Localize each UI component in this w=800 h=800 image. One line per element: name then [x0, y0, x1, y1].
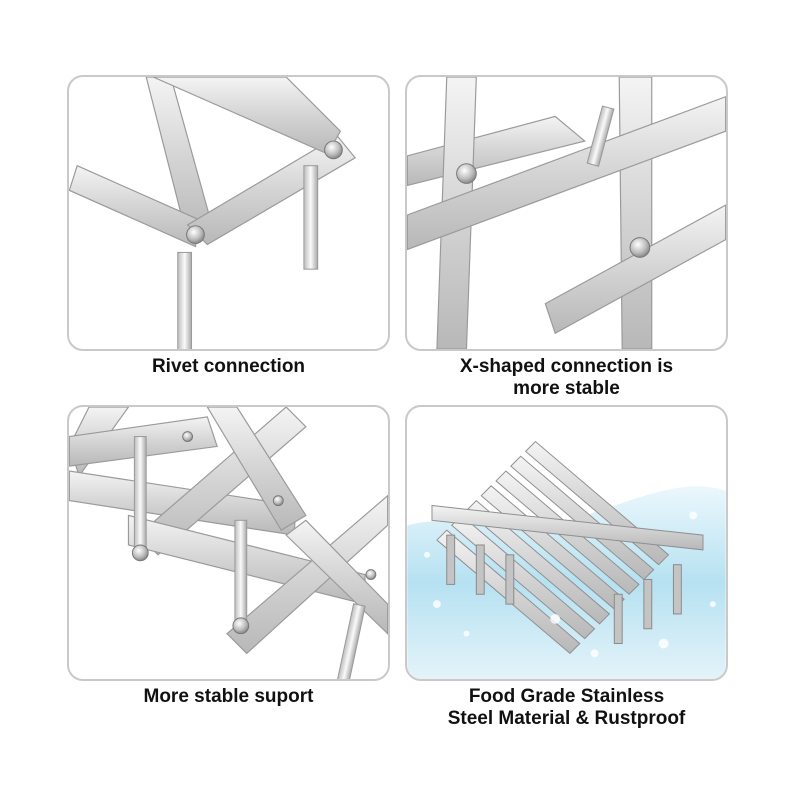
- caption-rivet-connection: Rivet connection: [67, 356, 390, 378]
- stable-support-image: [69, 407, 388, 679]
- photo-stable-support: [67, 405, 390, 681]
- caption-food-grade-steel: Food Grade Stainless Steel Material & Ru…: [405, 686, 728, 730]
- caption-text: Rivet connection: [151, 356, 306, 377]
- caption-line-2: more stable: [513, 378, 620, 399]
- caption-text: More stable suport: [143, 686, 314, 707]
- caption-line-1: Food Grade Stainless: [468, 686, 665, 707]
- caption-line-2: Steel Material & Rustproof: [447, 708, 686, 729]
- caption-stable-support: More stable suport: [67, 686, 390, 708]
- rivet-connection-image: [69, 77, 357, 349]
- stainless-steel-water-image: [407, 440, 726, 679]
- photo-stainless-steel-water: [405, 405, 728, 681]
- photo-rivet-connection: [67, 75, 390, 351]
- x-shaped-connection-image: [407, 77, 726, 349]
- caption-line-1: X-shaped connection is: [459, 356, 674, 377]
- caption-x-shaped-connection: X-shaped connection is more stable: [405, 356, 728, 400]
- photo-x-shaped-connection: [405, 75, 728, 351]
